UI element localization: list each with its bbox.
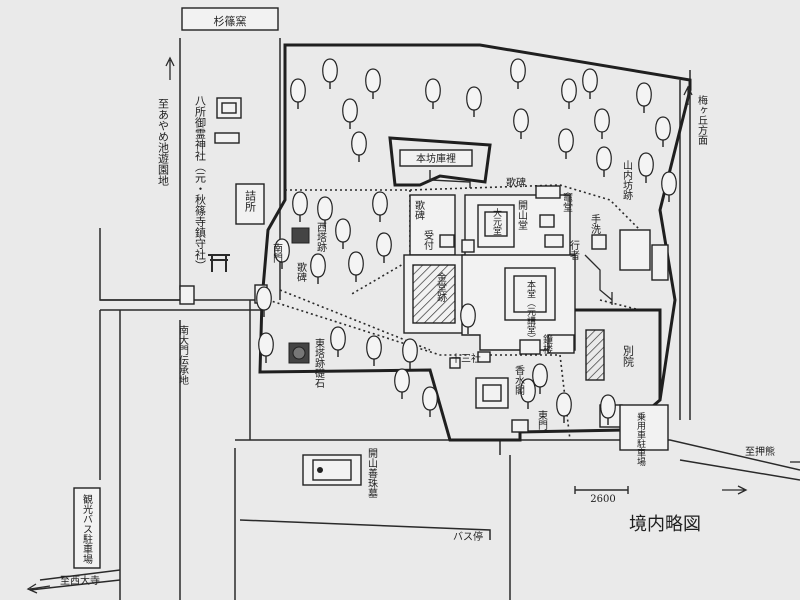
hombo-label: 本坊庫裡	[416, 152, 456, 165]
office-building	[235, 183, 265, 225]
kondo-ruins	[412, 264, 456, 324]
to-right-road-label: 至押熊	[745, 445, 775, 458]
sanjusha-label: 十三社	[451, 352, 481, 365]
south-gate-label: 南門	[271, 242, 283, 264]
kosui-label: 香水閣	[513, 365, 525, 396]
east-pagoda-label: 東塔跡礎石	[313, 337, 325, 388]
kahi-left-label: 歌碑	[295, 261, 307, 283]
west-pagoda-ruins	[291, 227, 310, 244]
bus-stop-label: バス停	[453, 530, 483, 543]
west-pagoda-label: 西塔跡	[315, 222, 327, 253]
kahi-center-label: 歌碑	[413, 199, 425, 221]
daigen-label: 大元堂	[491, 207, 502, 235]
kondo-label: 金堂跡	[435, 271, 447, 303]
shoro-label: 鐘楼	[541, 333, 553, 355]
chozu-label: 手洗	[589, 213, 601, 235]
to-right-top-label: 梅ヶ丘方面	[696, 94, 708, 146]
scale-label: 2600	[590, 494, 615, 505]
hondo-label: 本堂（元講堂）	[525, 279, 536, 343]
shrine-label: 八所御霊神社（元・秋篠寺鎮守社）	[194, 95, 207, 271]
roads	[29, 38, 800, 600]
betsuin-label: 別院	[622, 345, 635, 367]
top-building-label: 杉篠窯	[214, 14, 247, 28]
to-saidaiji-label: 至西大寺	[60, 574, 100, 587]
yamauchi-label: 山内坊跡	[621, 160, 633, 201]
kama-do-label: 竈堂	[561, 191, 573, 212]
to-left-road-label: 至あやめ池遊園地	[157, 98, 170, 186]
top-building	[181, 7, 279, 31]
betsuin	[585, 329, 605, 381]
grave-label: 開山善珠墓	[366, 448, 378, 498]
gyoja-label: 行者	[568, 239, 580, 261]
map-caption: 境内略図	[629, 514, 701, 535]
bus-parking-label: 観光バス駐車場	[81, 493, 93, 565]
scale-bar	[574, 486, 629, 494]
south-gate-ruins-label: 南大門伝承地	[177, 324, 189, 385]
hombo-building	[388, 136, 492, 187]
east-gate-label: 東門	[536, 409, 548, 431]
uketsuke-label: 受付	[422, 230, 434, 251]
parking-right-label: 乗用車駐車場	[635, 411, 646, 467]
kaisan-do-label: 開山堂	[516, 200, 528, 230]
office-label: 詰所	[244, 189, 257, 213]
kahi-right-label: 歌碑	[506, 176, 526, 189]
